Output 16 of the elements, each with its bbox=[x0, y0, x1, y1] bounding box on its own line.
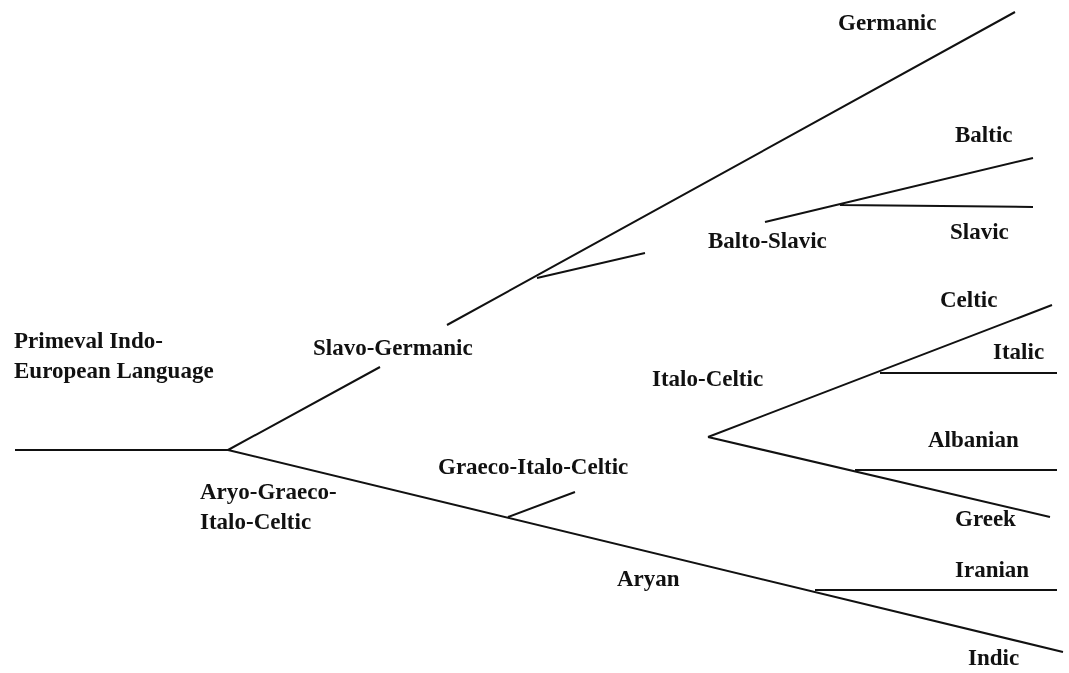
branch-label: Greek bbox=[955, 505, 1016, 533]
branch-label: Germanic bbox=[838, 9, 937, 37]
branch-label: Italo-Celtic bbox=[652, 365, 764, 393]
branch-label: Slavic bbox=[950, 218, 1009, 246]
branch-label: Aryan bbox=[617, 565, 680, 593]
branch-label: Slavo-Germanic bbox=[313, 334, 473, 362]
branch-label: Albanian bbox=[928, 426, 1019, 454]
branch-label: Graeco-Italo-Celtic bbox=[438, 453, 629, 481]
branch-label: Balto-Slavic bbox=[708, 227, 827, 255]
branch-label: Indic bbox=[968, 644, 1020, 672]
branch-label: Iranian bbox=[955, 556, 1030, 584]
branch-label: Aryo-Graeco-Italo-Celtic bbox=[200, 478, 338, 536]
branch-label: Celtic bbox=[940, 286, 998, 314]
branch-label: Italic bbox=[993, 338, 1045, 366]
branch-label: Primeval Indo-European Language bbox=[14, 327, 215, 385]
branch-label: Baltic bbox=[955, 121, 1013, 149]
